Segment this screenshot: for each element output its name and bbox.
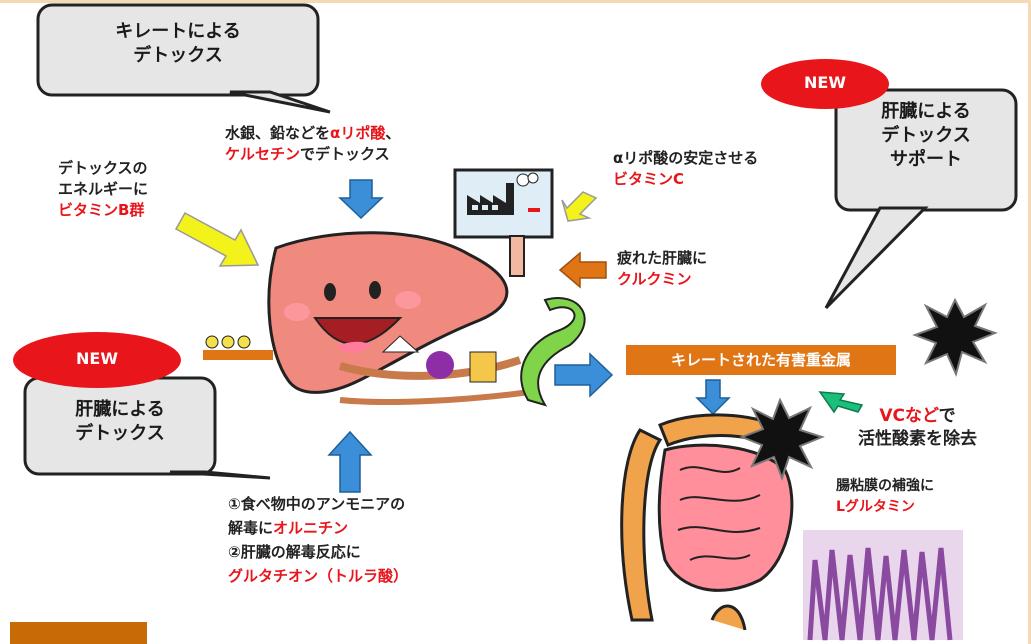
- new-badge-right-text: NEW: [804, 73, 846, 92]
- mucosa-label: 腸粘膜の補強に Lグルタミン: [836, 478, 934, 515]
- ammonia-label: ①食べ物中のアンモニアの 解毒にオルニチン ②肝臓の解毒反応に グルタチオン（ト…: [228, 495, 409, 585]
- intestine-illustration: [620, 413, 802, 631]
- tired-liver-label: 疲れた肝臓に クルクミン: [617, 249, 708, 288]
- bubble-liver-support-text: 肝臓による デトックス サポート: [881, 101, 971, 170]
- right-border: [1028, 0, 1031, 644]
- alpha-lipoic-label: αリポ酸の安定させる ビタミンC: [613, 149, 759, 188]
- new-badge-left: [13, 332, 181, 388]
- top-border: [0, 0, 1031, 3]
- bubble-chelate-detox: [36, 3, 331, 114]
- factory-sign: [453, 168, 554, 277]
- liver-character: [203, 231, 586, 407]
- mercury-label: 水銀、鉛などをαリポ酸、 ケルセチンでデトックス: [225, 124, 401, 163]
- arrow-yellow-small: [561, 191, 598, 222]
- arrow-up-bottom: [327, 430, 373, 493]
- new-badge-left-text: NEW: [76, 349, 118, 368]
- arrow-down-top: [338, 179, 384, 220]
- mucosa-micrograph: [803, 530, 963, 641]
- bubble-liver-detox-text: 肝臓による デトックス: [75, 399, 165, 444]
- bubble-chelate-detox-text: キレートによる デトックス: [115, 21, 241, 66]
- vc-label: VCなどで 活性酸素を除去: [858, 406, 977, 449]
- bubble-liver-detox-support: [824, 88, 1018, 310]
- energy-label: デトックスの エネルギーに ビタミンB群: [58, 159, 149, 219]
- arrow-yellow-left: [174, 211, 260, 267]
- arrow-orange: [558, 251, 607, 289]
- radical-star-1: [912, 297, 998, 377]
- arrow-right-middle: [554, 352, 614, 398]
- arrow-down-metal: [695, 379, 731, 416]
- new-badge-right: [761, 59, 889, 109]
- chelated-metal-label: キレートされた有害重金属: [626, 345, 896, 375]
- arrow-green: [818, 391, 864, 414]
- radical-star-2: [739, 397, 825, 481]
- bubble-liver-detox: [23, 376, 271, 480]
- corner-accent-block: [10, 622, 147, 644]
